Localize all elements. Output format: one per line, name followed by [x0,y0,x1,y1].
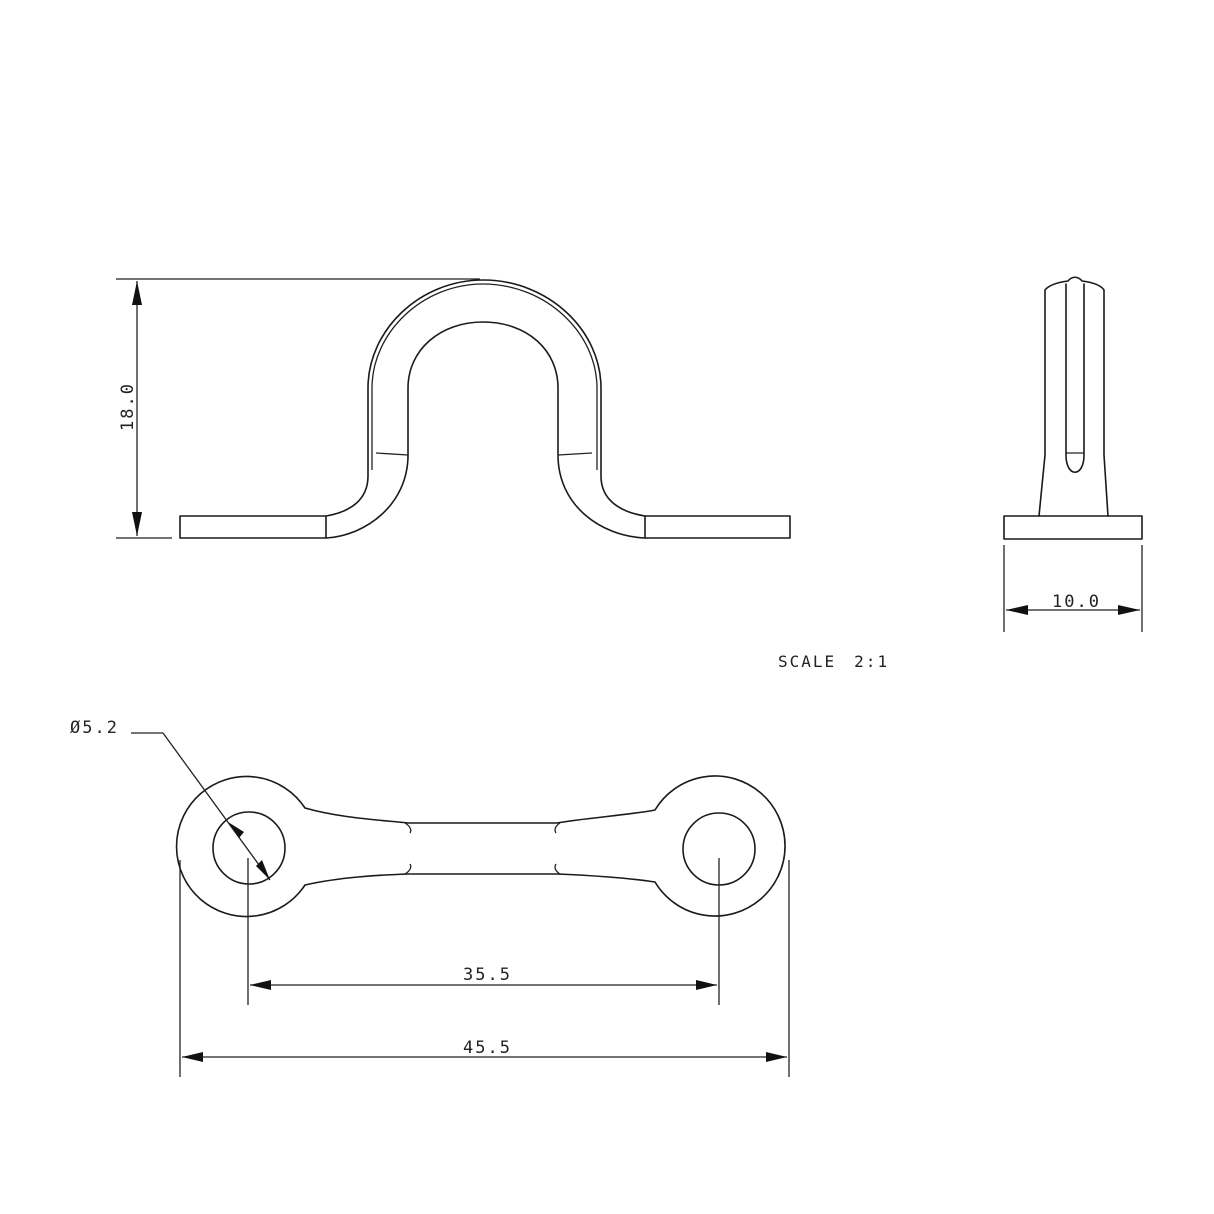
hole-spacing-label: 35.5 [463,965,512,985]
waist-mark-tr [554,822,561,834]
arrow-right-icon [696,980,717,990]
arrow-up-icon [132,281,142,305]
front-outer-profile [325,321,646,539]
side-base [1003,515,1143,540]
top-view: Ø5.2 35.5 45.5 [70,718,790,1077]
front-view: 18.0 [116,278,791,539]
arrow-right-icon [1118,605,1140,615]
hole-diameter-label: Ø5.2 [70,718,119,738]
diameter-arrow-upper-icon [228,822,244,838]
front-inner-profile [325,279,646,517]
arrow-left-icon [250,980,271,990]
right-foot [644,515,791,539]
waist-mark-bl [404,863,412,875]
front-arch-edge [371,283,598,470]
height-dimension-label: 18.0 [118,382,138,431]
left-hole [212,811,286,885]
leader-diagonal [162,732,271,881]
tangent-line-right [557,452,593,456]
overall-length-label: 45.5 [463,1038,512,1058]
left-foot [179,515,327,539]
tangent-line-left [375,452,409,456]
arrow-left-icon [1006,605,1028,615]
arrow-right-icon [766,1052,787,1062]
side-slot [1065,283,1085,474]
top-outline [175,775,786,918]
side-view: 10.0 [1003,276,1143,632]
waist-mark-tl [404,822,412,834]
arrow-left-icon [182,1052,203,1062]
side-body [1038,276,1109,517]
arrow-down-icon [132,512,142,536]
width-dimension-label: 10.0 [1052,592,1101,612]
diameter-arrow-lower-icon [256,860,270,880]
waist-mark-br [554,863,561,875]
